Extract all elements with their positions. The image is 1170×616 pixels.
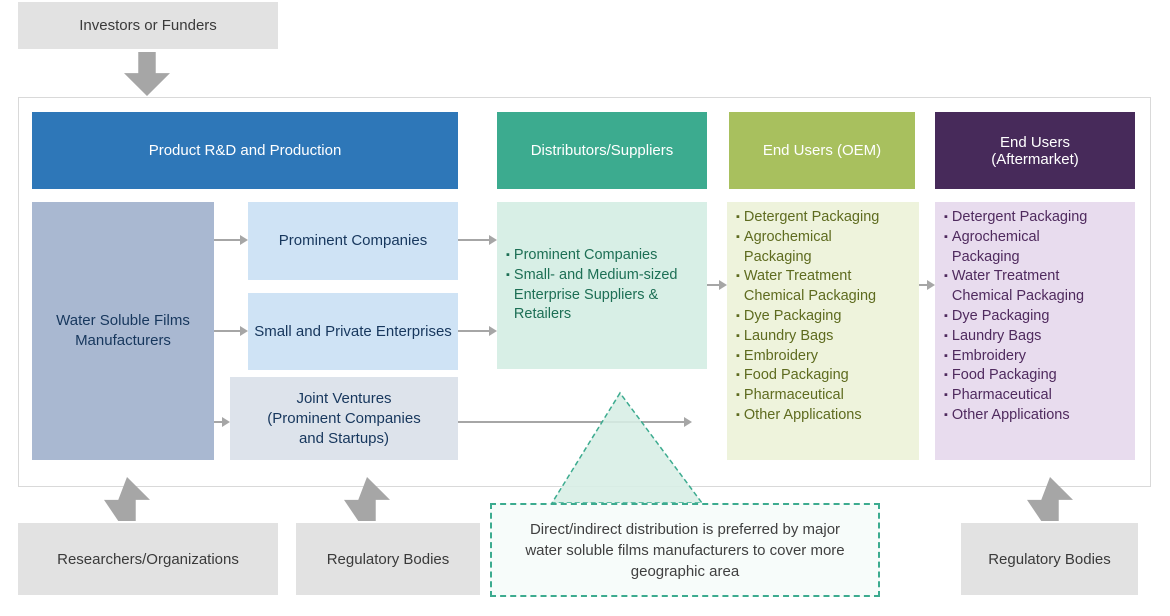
regulatory-bodies-right-box: Regulatory Bodies bbox=[961, 523, 1138, 595]
bullet-icon: ▪ bbox=[944, 369, 948, 382]
bullet-icon: ▪ bbox=[944, 389, 948, 402]
end-users-oem-box: ▪ Detergent Packaging ▪ Agrochemical Pac… bbox=[727, 202, 919, 460]
list-item: ▪ Detergent Packaging bbox=[736, 208, 917, 228]
bullet-icon: ▪ bbox=[506, 268, 510, 281]
joint-ventures-box: Joint Ventures (Prominent Companies and … bbox=[230, 377, 458, 460]
header-distributors-label: Distributors/Suppliers bbox=[530, 142, 674, 159]
joint-ventures-label: Joint Ventures (Prominent Companies and … bbox=[267, 389, 421, 447]
list-item: ▪ Pharmaceutical bbox=[944, 386, 1133, 406]
regulatory-bodies-right-label: Regulatory Bodies bbox=[988, 550, 1111, 568]
bullet-icon: ▪ bbox=[944, 270, 948, 283]
bullet-icon: ▪ bbox=[736, 408, 740, 421]
bullet-icon: ▪ bbox=[736, 211, 740, 223]
prominent-companies-box: Prominent Companies bbox=[248, 202, 458, 280]
distribution-note-text: Direct/indirect distribution is preferre… bbox=[525, 520, 845, 580]
arrow-manufacturers-to-joint-ventures-icon bbox=[214, 417, 230, 427]
list-item: ▪ Laundry Bags bbox=[944, 327, 1133, 347]
header-product-rnd: Product R&D and Production bbox=[32, 112, 458, 189]
header-end-users-oem: End Users (OEM) bbox=[729, 112, 915, 189]
manufacturers-box: Water Soluble Films Manufacturers bbox=[32, 202, 214, 460]
arrow-down-investors-icon bbox=[124, 52, 170, 96]
arrow-oem-to-aftermarket-icon bbox=[919, 280, 935, 290]
small-private-enterprises-box: Small and Private Enterprises bbox=[248, 293, 458, 370]
header-end-users-oem-label: End Users (OEM) bbox=[762, 142, 882, 159]
bullet-icon: ▪ bbox=[736, 309, 740, 322]
bullet-icon: ▪ bbox=[736, 369, 740, 382]
list-item: ▪ Small- and Medium-sized Enterprise Sup… bbox=[506, 266, 678, 323]
list-item: ▪ Agrochemical Packaging bbox=[944, 228, 1040, 265]
researchers-box: Researchers/Organizations bbox=[18, 523, 278, 595]
list-item: ▪ Food Packaging bbox=[944, 366, 1133, 386]
list-item: ▪ Agrochemical Packaging bbox=[736, 228, 832, 265]
header-product-rnd-label: Product R&D and Production bbox=[148, 142, 342, 159]
arrow-small-private-to-distributors-icon bbox=[458, 326, 497, 336]
bullet-icon: ▪ bbox=[506, 248, 510, 261]
bullet-icon: ▪ bbox=[736, 349, 740, 362]
bullet-icon: ▪ bbox=[944, 211, 948, 223]
manufacturers-label: Water Soluble Films Manufacturers bbox=[56, 312, 190, 349]
bullet-icon: ▪ bbox=[736, 230, 740, 243]
bullet-icon: ▪ bbox=[736, 270, 740, 283]
investors-box: Investors or Funders bbox=[18, 2, 278, 49]
end-users-aftermarket-box: ▪ Detergent Packaging ▪ Agrochemical Pac… bbox=[935, 202, 1135, 460]
bullet-icon: ▪ bbox=[736, 329, 740, 342]
callout-pointer-icon bbox=[550, 391, 704, 504]
header-end-users-aftermarket: End Users (Aftermarket) bbox=[935, 112, 1135, 189]
regulatory-bodies-left-label: Regulatory Bodies bbox=[326, 550, 450, 568]
bullet-icon: ▪ bbox=[944, 309, 948, 322]
regulatory-bodies-left-box: Regulatory Bodies bbox=[296, 523, 480, 595]
arrow-distributors-to-oem-icon bbox=[707, 280, 727, 290]
distributors-box: ▪ Prominent Companies ▪ Small- and Mediu… bbox=[497, 202, 707, 369]
list-item: ▪ Water Treatment Chemical Packaging bbox=[944, 268, 1085, 305]
oem-applications-list: ▪ Detergent Packaging ▪ Agrochemical Pac… bbox=[727, 202, 919, 432]
list-item: ▪ Embroidery bbox=[736, 347, 917, 367]
small-private-enterprises-label: Small and Private Enterprises bbox=[254, 322, 452, 340]
list-item: ▪ Food Packaging bbox=[736, 366, 917, 386]
list-item: ▪ Laundry Bags bbox=[736, 327, 917, 347]
arrow-prominent-to-distributors-icon bbox=[458, 235, 497, 245]
investors-label: Investors or Funders bbox=[79, 17, 217, 34]
list-item: ▪ Embroidery bbox=[944, 347, 1133, 367]
researchers-label: Researchers/Organizations bbox=[57, 550, 239, 568]
aftermarket-applications-list: ▪ Detergent Packaging ▪ Agrochemical Pac… bbox=[935, 202, 1135, 432]
bullet-icon: ▪ bbox=[944, 329, 948, 342]
list-item: ▪ Other Applications bbox=[944, 406, 1133, 426]
header-end-users-aftermarket-label: End Users (Aftermarket) bbox=[991, 133, 1079, 168]
list-item: ▪ Detergent Packaging bbox=[944, 208, 1133, 228]
arrow-manufacturers-to-small-private-icon bbox=[214, 326, 248, 336]
bullet-icon: ▪ bbox=[944, 349, 948, 362]
bullet-icon: ▪ bbox=[944, 230, 948, 243]
arrow-joint-ventures-to-end-users-icon bbox=[458, 417, 692, 427]
prominent-companies-label: Prominent Companies bbox=[278, 232, 428, 249]
list-item: ▪ Water Treatment Chemical Packaging bbox=[736, 268, 877, 305]
list-item: ▪ Dye Packaging bbox=[736, 307, 917, 327]
list-item: ▪ Pharmaceutical bbox=[736, 386, 917, 406]
list-item: ▪ Prominent Companies bbox=[506, 246, 705, 266]
distributors-list: ▪ Prominent Companies ▪ Small- and Mediu… bbox=[497, 240, 707, 331]
header-distributors: Distributors/Suppliers bbox=[497, 112, 707, 189]
bullet-icon: ▪ bbox=[944, 408, 948, 421]
arrow-manufacturers-to-prominent-icon bbox=[214, 235, 248, 245]
list-item: ▪ Other Applications bbox=[736, 406, 917, 426]
list-item: ▪ Dye Packaging bbox=[944, 307, 1133, 327]
distribution-note-callout: Direct/indirect distribution is preferre… bbox=[490, 503, 880, 597]
bullet-icon: ▪ bbox=[736, 389, 740, 402]
